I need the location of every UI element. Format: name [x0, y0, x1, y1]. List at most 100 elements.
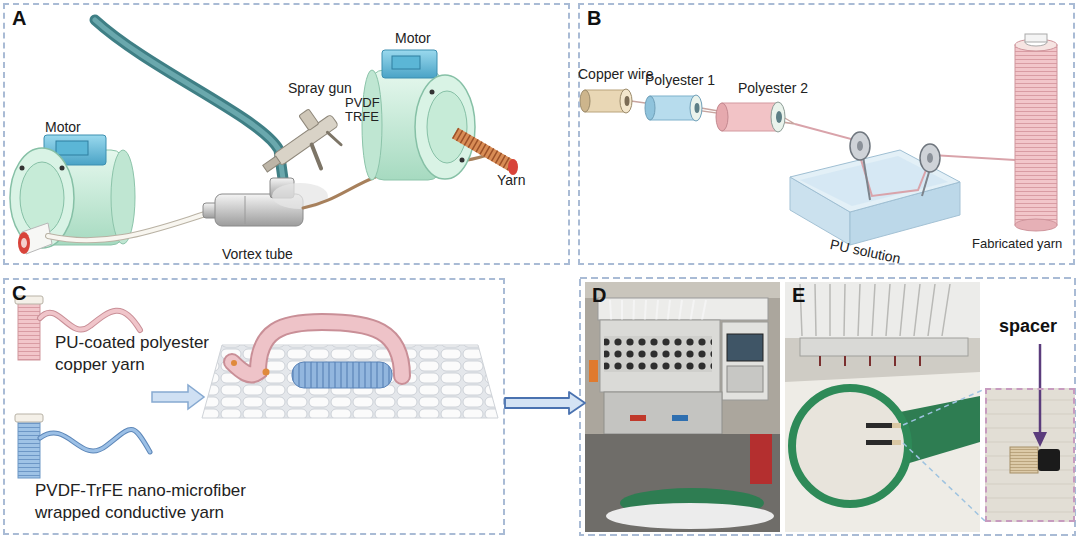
yarn-spool — [1015, 219, 1057, 231]
machine-photo — [800, 338, 968, 356]
part-label: PVDF-TrFE nano-microfiber wrapped conduc… — [35, 480, 285, 524]
yarn — [40, 430, 150, 453]
leader-line — [903, 443, 985, 521]
machine-photo — [630, 415, 646, 421]
part-label: Vortex tube — [222, 246, 293, 262]
flow-arrow — [505, 392, 585, 414]
panel-letter: B — [587, 7, 601, 30]
part-label: Polyester 2 — [738, 80, 808, 96]
machine-photo — [820, 356, 920, 366]
machine-photo — [589, 360, 598, 382]
motor-bolt — [460, 158, 465, 163]
machine-photo — [785, 372, 980, 532]
roller — [850, 132, 870, 160]
leader-line — [903, 389, 985, 425]
electrode — [892, 423, 901, 428]
part-label: PVDF TRFE — [345, 96, 390, 124]
roller — [857, 141, 863, 151]
machine-photo — [604, 392, 722, 434]
motor-shaft — [18, 232, 30, 254]
machine-photo — [585, 434, 780, 532]
bobbin — [580, 90, 590, 112]
yarn — [40, 311, 140, 330]
panel-letter: D — [592, 284, 606, 307]
machine-photo — [585, 282, 780, 298]
spray-gun — [251, 100, 353, 195]
spray-gun — [299, 109, 319, 131]
zoom-inset: spacer — [985, 388, 1075, 522]
bobbin — [722, 103, 777, 131]
spacer-part — [1038, 449, 1060, 471]
spray-mist — [272, 183, 328, 209]
motor-body — [362, 70, 382, 180]
spacer-part — [1010, 447, 1038, 473]
process-arrow — [152, 385, 204, 409]
yarn-spool — [18, 302, 40, 360]
sensing-yarn-coil — [292, 362, 392, 388]
motor-body — [111, 150, 135, 244]
part-label: Copper wire — [578, 66, 653, 82]
thread — [800, 284, 950, 336]
bobbin — [625, 96, 630, 106]
copper-core — [263, 369, 270, 376]
bobbin — [716, 103, 728, 131]
yarn — [40, 430, 150, 453]
inset-photo — [985, 388, 1075, 522]
bobbin — [690, 95, 702, 121]
machine-photo — [727, 334, 763, 361]
panel-letter: E — [792, 284, 805, 307]
bobbin — [695, 103, 700, 113]
machine-photo — [785, 282, 980, 338]
pointer-arrow — [1033, 432, 1047, 447]
electrode — [866, 440, 892, 445]
inset-photo — [985, 400, 1075, 512]
motor-box — [382, 50, 437, 78]
vortex-tube — [245, 196, 246, 224]
machine-photo — [604, 336, 712, 372]
motor-shaft — [21, 238, 27, 248]
yarn — [795, 124, 1015, 196]
machine-photo — [600, 320, 720, 392]
machine-photo — [750, 434, 772, 484]
electrode-yarn — [232, 322, 402, 376]
machine-photo — [606, 503, 774, 529]
motor-bolt — [430, 90, 435, 95]
panel-letter: spacer — [999, 316, 1057, 337]
motor-face — [427, 91, 467, 163]
machine-photo — [585, 282, 780, 532]
motor-box — [392, 56, 420, 69]
roller — [920, 144, 940, 172]
part-label: Fabricated yarn — [972, 236, 1062, 251]
panel-letter: C — [12, 282, 26, 305]
yarn-bobbin — [455, 133, 512, 166]
bobbin — [645, 96, 655, 120]
yarn-spool — [1025, 34, 1047, 42]
roller — [927, 153, 933, 163]
machine-photo — [727, 366, 763, 392]
part-label: Motor — [45, 119, 81, 135]
part-label: Spray gun — [288, 80, 352, 96]
yarn — [40, 311, 140, 330]
yarn — [48, 212, 212, 240]
motor-bolt — [60, 166, 65, 171]
motor-box — [56, 141, 88, 155]
photo-panel: E — [785, 282, 980, 532]
electrode-yarn — [232, 322, 402, 376]
panel-letter: A — [12, 7, 26, 30]
bobbin — [620, 89, 632, 113]
spray-gun — [327, 130, 341, 147]
panel-frame: B — [578, 3, 1075, 265]
panel-frame: A — [3, 3, 570, 265]
part-label: Motor — [395, 30, 431, 46]
part-label: Yarn — [497, 172, 526, 188]
spray-gun — [263, 156, 281, 172]
machine-photo — [598, 298, 768, 320]
photo-panel: D — [585, 282, 780, 532]
electrode — [866, 423, 892, 428]
part-label: PU-coated polyester copper yarn — [55, 332, 225, 376]
part-label: Polyester 1 — [645, 72, 715, 88]
bobbin — [650, 96, 695, 120]
